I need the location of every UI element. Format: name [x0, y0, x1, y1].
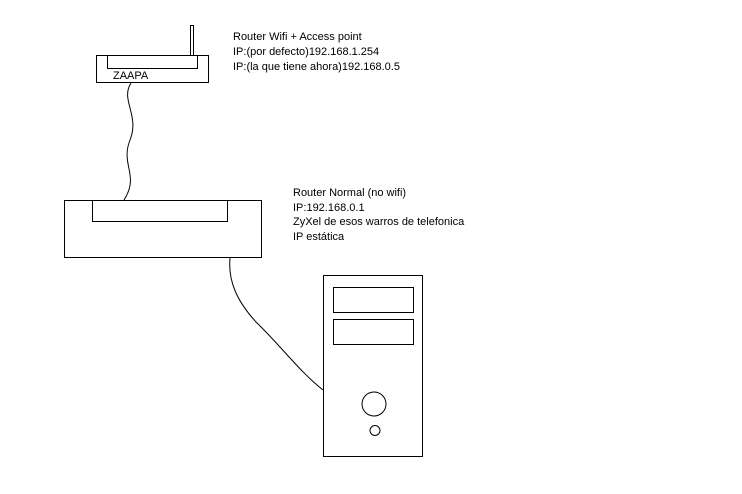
pc-tower — [323, 275, 423, 457]
wifi-router-brand-label: ZAAPA — [113, 70, 149, 82]
wifi-antenna — [190, 25, 194, 56]
cable-wifi-to-router — [123, 82, 134, 201]
pc-drive-bay-bottom — [333, 319, 414, 345]
wifi-router-info: Router Wifi + Access point IP:(por defec… — [233, 31, 400, 73]
pc-drive-bay-top — [333, 287, 414, 313]
wifi-router-current-ip: IP:(la que tiene ahora)192.168.0.5 — [233, 61, 400, 73]
normal-router-panel — [92, 200, 228, 222]
normal-router — [64, 200, 262, 258]
normal-router-title: Router Normal (no wifi) — [293, 187, 406, 199]
wifi-router: ZAAPA — [96, 25, 209, 83]
normal-router-ip: IP:192.168.0.1 — [293, 202, 365, 214]
cable-router-to-pc — [229, 257, 324, 391]
pc-power-led — [369, 425, 381, 436]
normal-router-ip-type: IP estática — [293, 231, 345, 243]
pc-power-button — [361, 391, 387, 417]
wifi-router-panel — [107, 55, 198, 69]
wifi-router-default-ip: IP:(por defecto)192.168.1.254 — [233, 46, 379, 58]
wifi-router-title: Router Wifi + Access point — [233, 31, 362, 43]
normal-router-info: Router Normal (no wifi) IP:192.168.0.1 Z… — [293, 187, 465, 243]
normal-router-model: ZyXel de esos warros de telefonica — [293, 216, 465, 228]
